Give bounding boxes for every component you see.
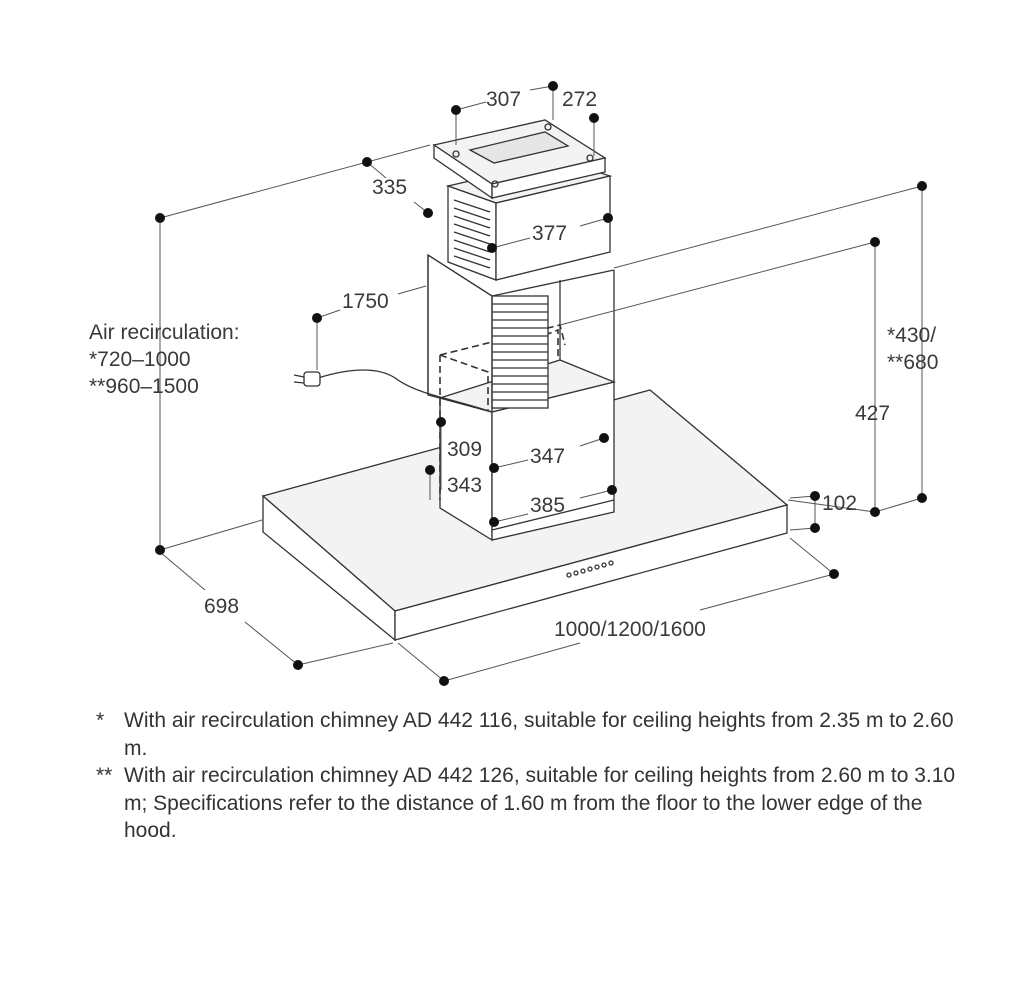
label-430-680-line1: *430/ <box>887 324 936 347</box>
dimension-labels: 307 272 335 377 1750 Air recirculation: … <box>89 88 938 641</box>
label-309: 309 <box>447 438 482 461</box>
label-335: 335 <box>372 176 407 199</box>
footnote-text: With air recirculation chimney AD 442 11… <box>124 709 954 760</box>
flexible-duct <box>491 295 549 409</box>
label-698: 698 <box>204 595 239 618</box>
label-1750: 1750 <box>342 290 389 313</box>
footnote-double-star: ** With air recirculation chimney AD 442… <box>96 762 976 845</box>
label-377: 377 <box>532 222 567 245</box>
label-347: 347 <box>530 445 565 468</box>
label-385: 385 <box>530 494 565 517</box>
plug-icon <box>293 371 321 387</box>
filter-grille <box>453 199 491 269</box>
label-427: 427 <box>855 402 890 425</box>
lower-chimney-box <box>437 359 617 542</box>
label-307: 307 <box>486 88 521 111</box>
label-430-680-line2: **680 <box>887 351 938 374</box>
label-102: 102 <box>822 492 857 515</box>
air-recirculation-label: Air recirculation: <box>89 321 240 344</box>
ceiling-bracket <box>432 119 607 200</box>
footnote-mark: ** <box>96 764 113 787</box>
air-recirculation-double-star: **960–1500 <box>89 375 199 398</box>
label-343: 343 <box>447 474 482 497</box>
footnote-mark: * <box>96 709 105 732</box>
control-buttons <box>566 560 614 578</box>
chimney-shaft <box>427 253 615 413</box>
label-272: 272 <box>562 88 597 111</box>
footnotes: * With air recirculation chimney AD 442 … <box>96 707 976 845</box>
dimension-dots <box>155 81 927 686</box>
footnote-text: With air recirculation chimney AD 442 12… <box>124 764 956 842</box>
label-width-options: 1000/1200/1600 <box>554 618 706 641</box>
power-cable <box>293 369 493 413</box>
footnote-single-star: * With air recirculation chimney AD 442 … <box>96 707 976 762</box>
air-recirculation-star: *720–1000 <box>89 348 191 371</box>
